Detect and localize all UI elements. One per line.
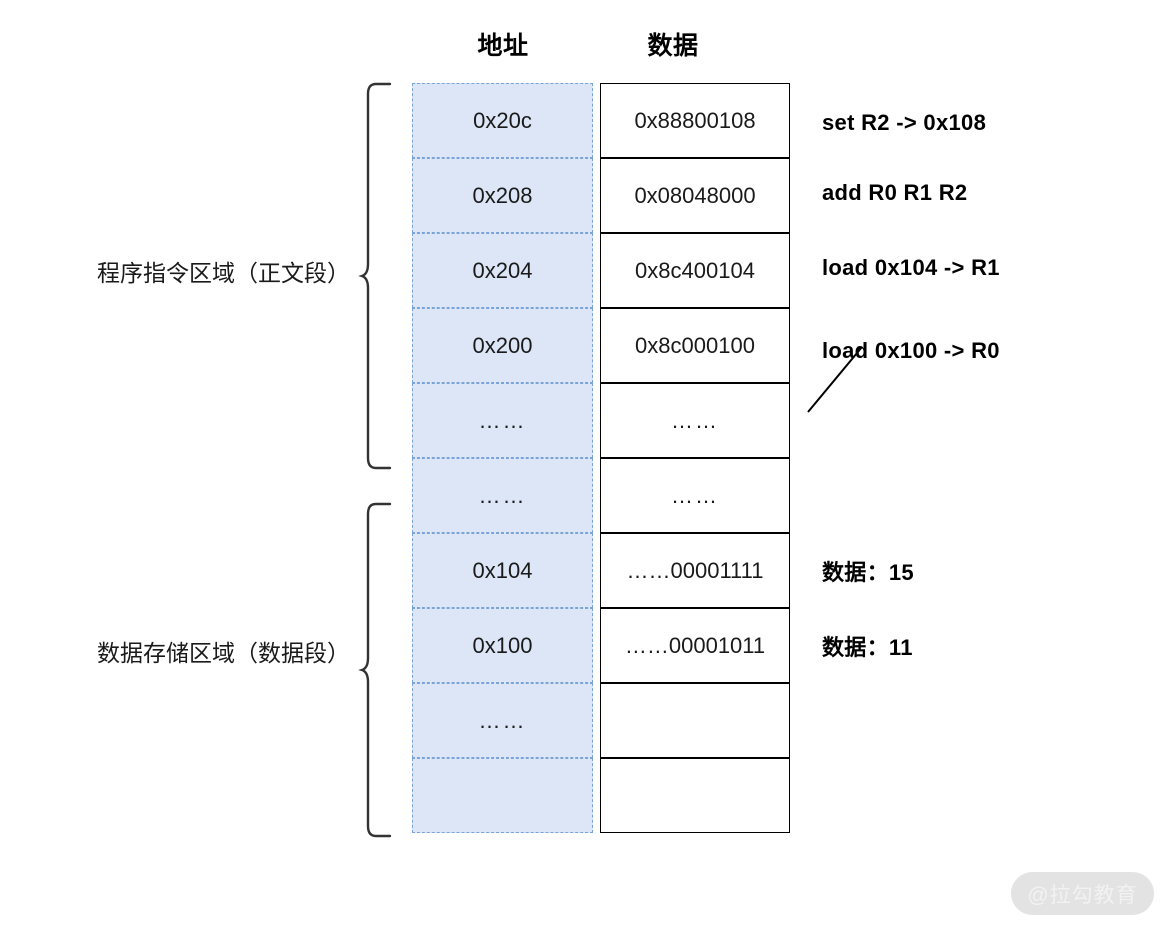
leader-line-icon (807, 346, 863, 413)
cell-data (600, 683, 790, 758)
table-row: 0x20c 0x88800108 (412, 83, 790, 158)
section-label-text-segment: 程序指令区域（正文段） (97, 260, 350, 286)
annotation-data-value-15: 数据：15 (822, 560, 914, 585)
cell-address: …… (412, 683, 593, 758)
annotation-instruction-load-r1: load 0x104 -> R1 (822, 255, 1000, 280)
memory-table: 0x20c 0x88800108 0x208 0x08048000 0x204 … (412, 83, 790, 833)
cell-data: 0x8c000100 (600, 308, 790, 383)
table-row (412, 758, 790, 833)
cell-address: 0x204 (412, 233, 593, 308)
table-row: …… …… (412, 383, 790, 458)
cell-data: 0x88800108 (600, 83, 790, 158)
annotation-data-value-11: 数据：11 (822, 635, 913, 660)
cell-data: …… (600, 383, 790, 458)
cell-data: ……00001111 (600, 533, 790, 608)
watermark: @拉勾教育 (1011, 872, 1154, 915)
cell-address: 0x100 (412, 608, 593, 683)
cell-data: 0x8c400104 (600, 233, 790, 308)
table-row: …… (412, 683, 790, 758)
brace-data-segment (358, 502, 392, 838)
column-header-address: 地址 (477, 32, 529, 60)
section-label-data-segment: 数据存储区域（数据段） (97, 640, 350, 666)
cell-address: 0x200 (412, 308, 593, 383)
cell-data: 0x08048000 (600, 158, 790, 233)
table-row: 0x200 0x8c000100 (412, 308, 790, 383)
brace-text-segment (358, 82, 392, 470)
cell-address: 0x104 (412, 533, 593, 608)
annotation-instruction-add: add R0 R1 R2 (822, 180, 968, 205)
table-row: …… …… (412, 458, 790, 533)
cell-data: ……00001011 (600, 608, 790, 683)
cell-address: 0x208 (412, 158, 593, 233)
annotation-instruction-set-r2: set R2 -> 0x108 (822, 110, 987, 135)
table-row: 0x204 0x8c400104 (412, 233, 790, 308)
cell-address: …… (412, 458, 593, 533)
column-header-data: 数据 (647, 32, 699, 60)
cell-address: 0x20c (412, 83, 593, 158)
cell-data (600, 758, 790, 833)
table-row: 0x100 ……00001011 (412, 608, 790, 683)
cell-address: …… (412, 383, 593, 458)
cell-address (412, 758, 593, 833)
table-row: 0x208 0x08048000 (412, 158, 790, 233)
table-row: 0x104 ……00001111 (412, 533, 790, 608)
cell-data: …… (600, 458, 790, 533)
